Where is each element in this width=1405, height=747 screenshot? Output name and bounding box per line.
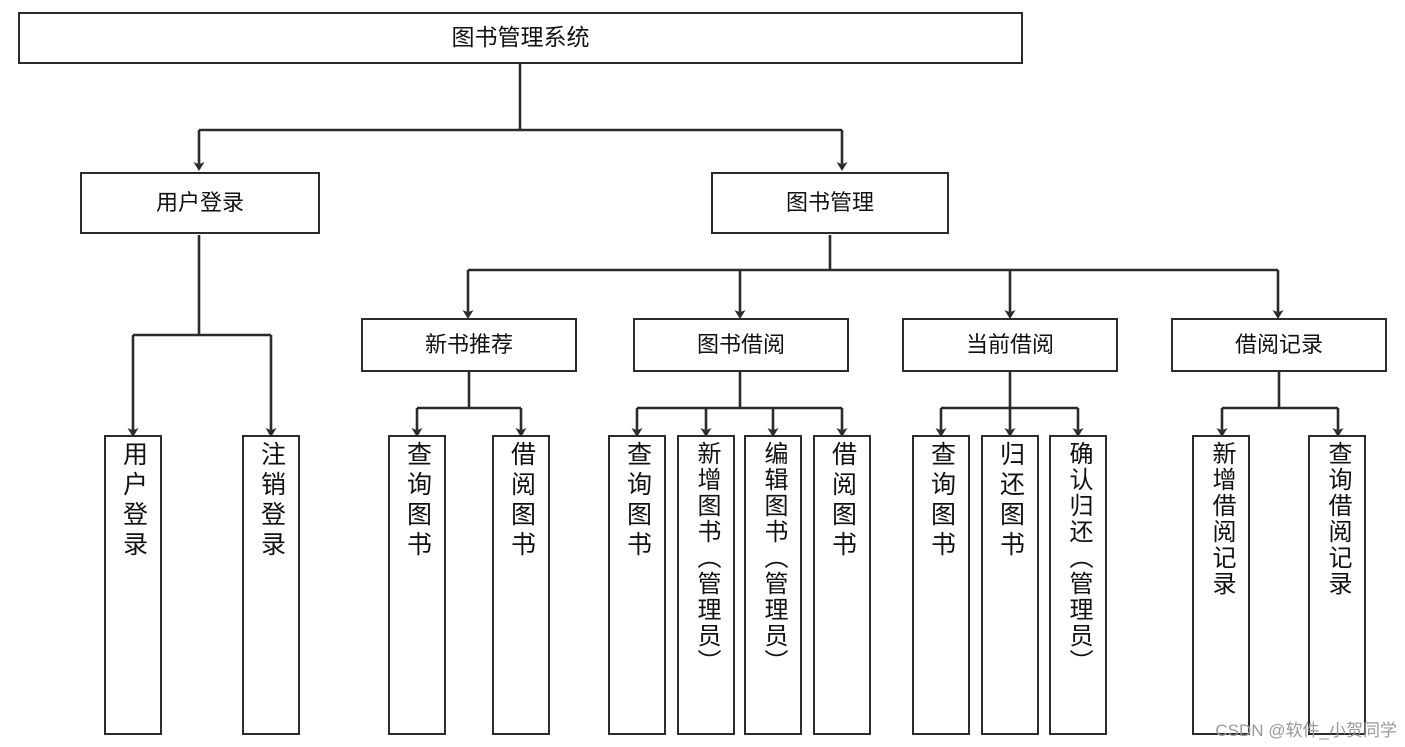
leaf-current-return-book[interactable]: 归还图书 (981, 435, 1039, 735)
leaf-borrow-edit-book-admin[interactable]: 编辑图书（管理员） (744, 435, 802, 735)
node-label: 当前借阅 (965, 332, 1054, 358)
node-label: 确认归还（管理员） (1065, 441, 1092, 675)
node-label: 注销登录 (257, 441, 286, 561)
node-book-management[interactable]: 图书管理 (711, 172, 949, 234)
node-label: 用户登录 (155, 190, 244, 216)
node-label: 借阅图书 (507, 441, 536, 561)
leaf-borrow-query-book[interactable]: 查询图书 (608, 435, 666, 735)
node-current-borrow[interactable]: 当前借阅 (902, 318, 1118, 372)
node-borrow-records[interactable]: 借阅记录 (1171, 318, 1387, 372)
node-label: 编辑图书（管理员） (760, 441, 787, 675)
leaf-current-confirm-return-admin[interactable]: 确认归还（管理员） (1049, 435, 1107, 735)
leaf-new-books-borrow[interactable]: 借阅图书 (492, 435, 550, 735)
node-label: 新增图书（管理员） (693, 441, 720, 675)
node-label: 查询图书 (623, 441, 652, 561)
node-label: 新书推荐 (424, 332, 513, 358)
node-label: 新增借阅记录 (1208, 441, 1235, 597)
leaf-borrow-borrow-book[interactable]: 借阅图书 (813, 435, 871, 735)
node-label: 归还图书 (996, 441, 1025, 561)
node-label: 查询图书 (403, 441, 432, 561)
leaf-borrow-add-book-admin[interactable]: 新增图书（管理员） (677, 435, 735, 735)
watermark: CSDN @软件_小贺同学 (1215, 721, 1397, 740)
node-label: 借阅记录 (1234, 332, 1323, 358)
leaf-records-query-record[interactable]: 查询借阅记录 (1308, 435, 1366, 735)
node-label: 查询借阅记录 (1324, 441, 1351, 597)
leaf-user-login-signout[interactable]: 注销登录 (242, 435, 300, 735)
node-label: 借阅图书 (828, 441, 857, 561)
leaf-current-query-book[interactable]: 查询图书 (912, 435, 970, 735)
node-label: 图书管理 (785, 190, 874, 216)
leaf-user-login-signin[interactable]: 用户登录 (104, 435, 162, 735)
leaf-records-add-record[interactable]: 新增借阅记录 (1192, 435, 1250, 735)
node-label: 用户登录 (119, 441, 148, 561)
node-user-login[interactable]: 用户登录 (80, 172, 320, 234)
node-book-borrow[interactable]: 图书借阅 (633, 318, 849, 372)
leaf-new-books-query[interactable]: 查询图书 (388, 435, 446, 735)
node-new-book-recommend[interactable]: 新书推荐 (361, 318, 577, 372)
node-label: 图书管理系统 (451, 24, 590, 51)
node-root-system[interactable]: 图书管理系统 (18, 12, 1023, 64)
node-label: 图书借阅 (696, 332, 785, 358)
node-label: 查询图书 (927, 441, 956, 561)
